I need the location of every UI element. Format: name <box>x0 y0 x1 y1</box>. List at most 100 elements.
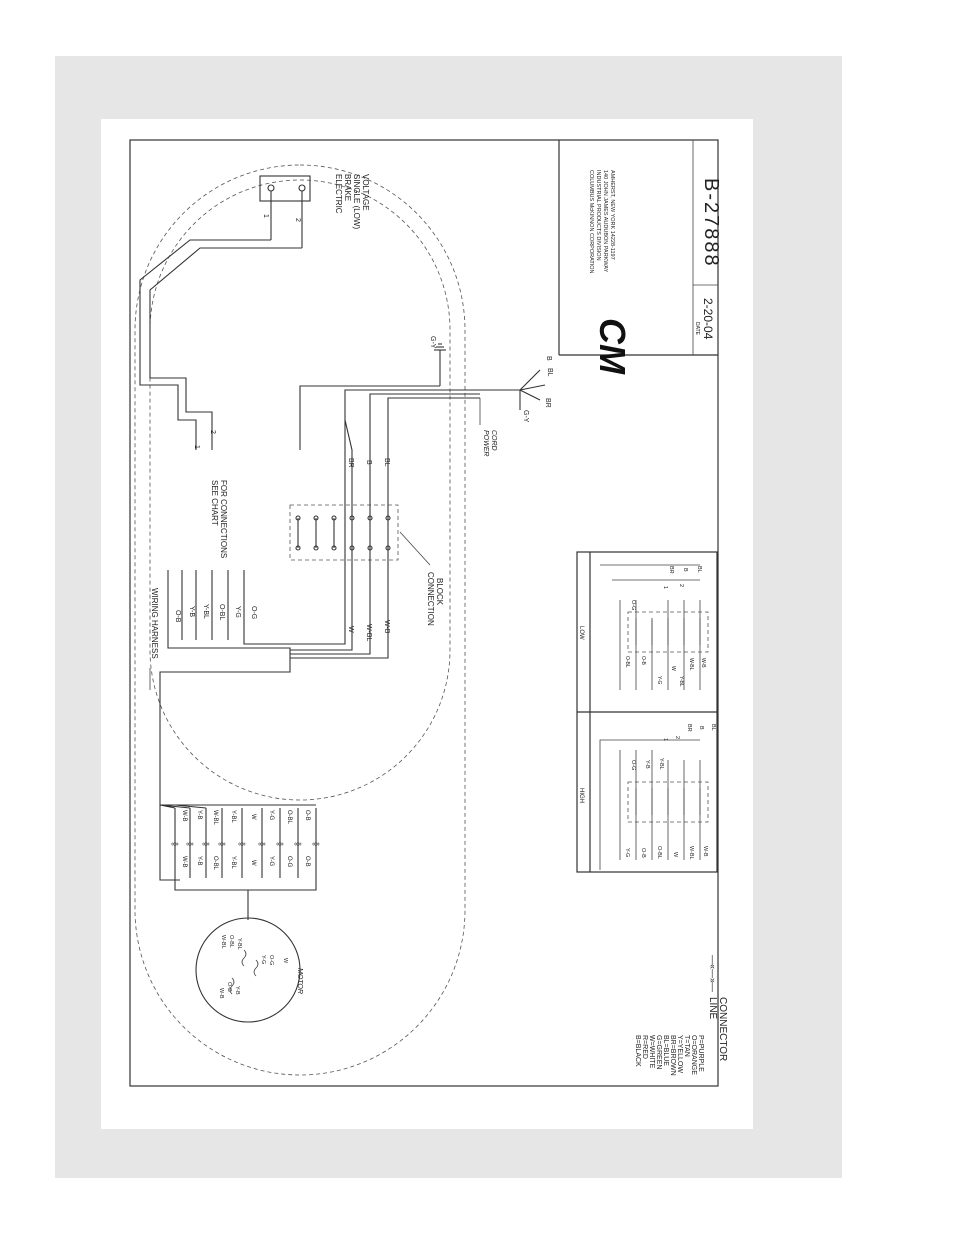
svg-text:CONNECTOR: CONNECTOR <box>717 997 728 1061</box>
svg-text:2: 2 <box>674 736 680 739</box>
svg-text:O-BL: O-BL <box>624 656 630 668</box>
svg-text:«»: «» <box>276 841 284 848</box>
svg-text:O-B: O-B <box>226 982 232 992</box>
enclosure-outline <box>134 164 466 1076</box>
connection-block-label: CONNECTION BLOCK <box>426 572 444 626</box>
svg-text:Y-G: Y-G <box>260 955 266 964</box>
high-top-labels: O-G Y-B Y-BL <box>630 758 664 770</box>
svg-text:FOR CONNECTIONS: FOR CONNECTIONS <box>219 480 228 558</box>
harness-wire-label: O-G <box>250 606 257 619</box>
svg-text:O-B: O-B <box>640 848 646 858</box>
svg-text:BL: BL <box>546 368 553 377</box>
svg-text:O-BL: O-BL <box>656 846 662 859</box>
harness-wire-label: Y-BL <box>202 604 209 619</box>
low-right-labels: BR B BL 1 2 <box>662 566 702 589</box>
svg-text:W: W <box>282 958 288 964</box>
svg-text:Y-B: Y-B <box>644 760 650 769</box>
svg-text:T=TAN: T=TAN <box>683 1035 690 1057</box>
svg-text:CORD: CORD <box>490 430 497 451</box>
harness-wire-label: O-B <box>174 610 181 623</box>
svg-text:O-G: O-G <box>630 760 636 770</box>
svg-text:SEE CHART: SEE CHART <box>210 480 219 526</box>
svg-text:Y-G: Y-G <box>268 856 274 866</box>
svg-text:Y-G: Y-G <box>656 676 662 685</box>
color-legend: B=BLACK R=RED W=WHITE G=GREEN BL=BLUE BR… <box>634 1035 704 1076</box>
line-connector-symbol: —«—»— LINE CONNECTOR <box>707 955 728 1061</box>
svg-text:SINGLE (LOW): SINGLE (LOW) <box>352 174 361 229</box>
high-wiring <box>599 739 701 870</box>
svg-text:Y-B: Y-B <box>234 986 240 995</box>
svg-text:1: 1 <box>262 214 269 218</box>
svg-text:1: 1 <box>662 586 668 589</box>
svg-text:CONNECTION: CONNECTION <box>426 572 435 626</box>
svg-text:O-G: O-G <box>630 600 636 610</box>
svg-text:W=WHITE: W=WHITE <box>648 1035 655 1069</box>
svg-text:W-B: W-B <box>702 846 708 857</box>
svg-text:W-B: W-B <box>218 988 224 999</box>
svg-text:POWER: POWER <box>482 430 489 456</box>
svg-text:W-BL: W-BL <box>212 810 218 826</box>
inner-outline <box>149 179 451 801</box>
connection-block-terminals <box>295 515 391 551</box>
svg-text:2: 2 <box>294 218 301 222</box>
ground-label: G-Y <box>429 336 436 349</box>
drawing-border <box>129 139 719 1087</box>
connector-labels-right: W-B Y-B W-BL Y-BL W Y-G O-BL O-B <box>181 810 310 826</box>
svg-text:Y-B: Y-B <box>196 856 202 865</box>
high-right-labels: BR B BL 1 2 <box>662 724 716 741</box>
svg-text:Y-B: Y-B <box>196 810 202 819</box>
block-wire-label: BR <box>347 458 354 468</box>
high-voltage-label: HIGH <box>578 788 584 803</box>
connector-markers: «»«» «»«» «»«» «»«» «» <box>171 841 320 848</box>
svg-text:«»: «» <box>186 841 194 848</box>
block-wire-label: W <box>347 626 354 633</box>
low-top-labels: O-G <box>630 600 636 610</box>
company-line-3: 140 JOHN JAMES AUDUBON PARKWAY <box>602 170 608 273</box>
company-line-4: AMHERST, NEW YORK 14228-1197 <box>609 170 615 260</box>
drawing-sheet <box>101 119 753 1129</box>
svg-text:VOLTAGE: VOLTAGE <box>361 174 370 211</box>
motor-label: MOTOR <box>296 968 303 994</box>
svg-text:1: 1 <box>662 738 668 741</box>
svg-text:«»: «» <box>202 841 210 848</box>
svg-text:«»: «» <box>218 841 226 848</box>
svg-text:«»: «» <box>238 841 246 848</box>
power-cord-label: POWER CORD <box>482 430 497 456</box>
line-connectors <box>159 804 317 920</box>
svg-text:BL=BLUE: BL=BLUE <box>662 1035 669 1066</box>
svg-text:BR: BR <box>668 566 674 574</box>
high-block <box>627 781 709 823</box>
svg-text:Y-BL: Y-BL <box>230 810 236 823</box>
svg-text:BR: BR <box>686 724 692 732</box>
drawing-number: B-27888 <box>700 178 722 268</box>
svg-text:W-B: W-B <box>700 658 706 668</box>
svg-text:W-BL: W-BL <box>220 935 226 949</box>
svg-text:G=GREEN: G=GREEN <box>655 1035 662 1069</box>
connection-block <box>289 504 399 561</box>
svg-text:W: W <box>250 860 256 866</box>
company-logo: CM <box>592 318 633 375</box>
svg-text:Y-BL: Y-BL <box>236 938 242 950</box>
svg-text:2: 2 <box>209 430 216 434</box>
svg-text:W: W <box>250 814 256 820</box>
harness-wire-label: Y-B <box>188 606 195 617</box>
svg-text:BLOCK: BLOCK <box>435 578 444 606</box>
svg-text:B: B <box>698 726 704 730</box>
brake-lead-1 <box>139 239 271 450</box>
svg-text:W-BL: W-BL <box>688 658 694 671</box>
svg-text:Y-BL: Y-BL <box>658 758 664 770</box>
svg-text:BL: BL <box>696 566 702 573</box>
electric-brake <box>259 175 311 202</box>
wiring-harness-label: WIRING HARNESS <box>150 588 159 659</box>
drawing-date: 2-20-04 <box>701 298 715 340</box>
svg-text:«»: «» <box>312 841 320 848</box>
block-wire-label: B <box>365 460 372 465</box>
svg-text:P=PURPLE: P=PURPLE <box>697 1035 704 1072</box>
svg-text:G-Y: G-Y <box>522 410 529 423</box>
svg-text:R=RED: R=RED <box>641 1035 648 1059</box>
company-line-1: COLUMBUS McKINNON CORPORATION <box>588 170 594 274</box>
svg-text:O-B: O-B <box>304 810 310 821</box>
company-address: COLUMBUS McKINNON CORPORATION INDUSTRIAL… <box>588 170 615 274</box>
svg-text:W-B: W-B <box>181 810 187 822</box>
svg-text:Y=YELLOW: Y=YELLOW <box>676 1035 683 1073</box>
